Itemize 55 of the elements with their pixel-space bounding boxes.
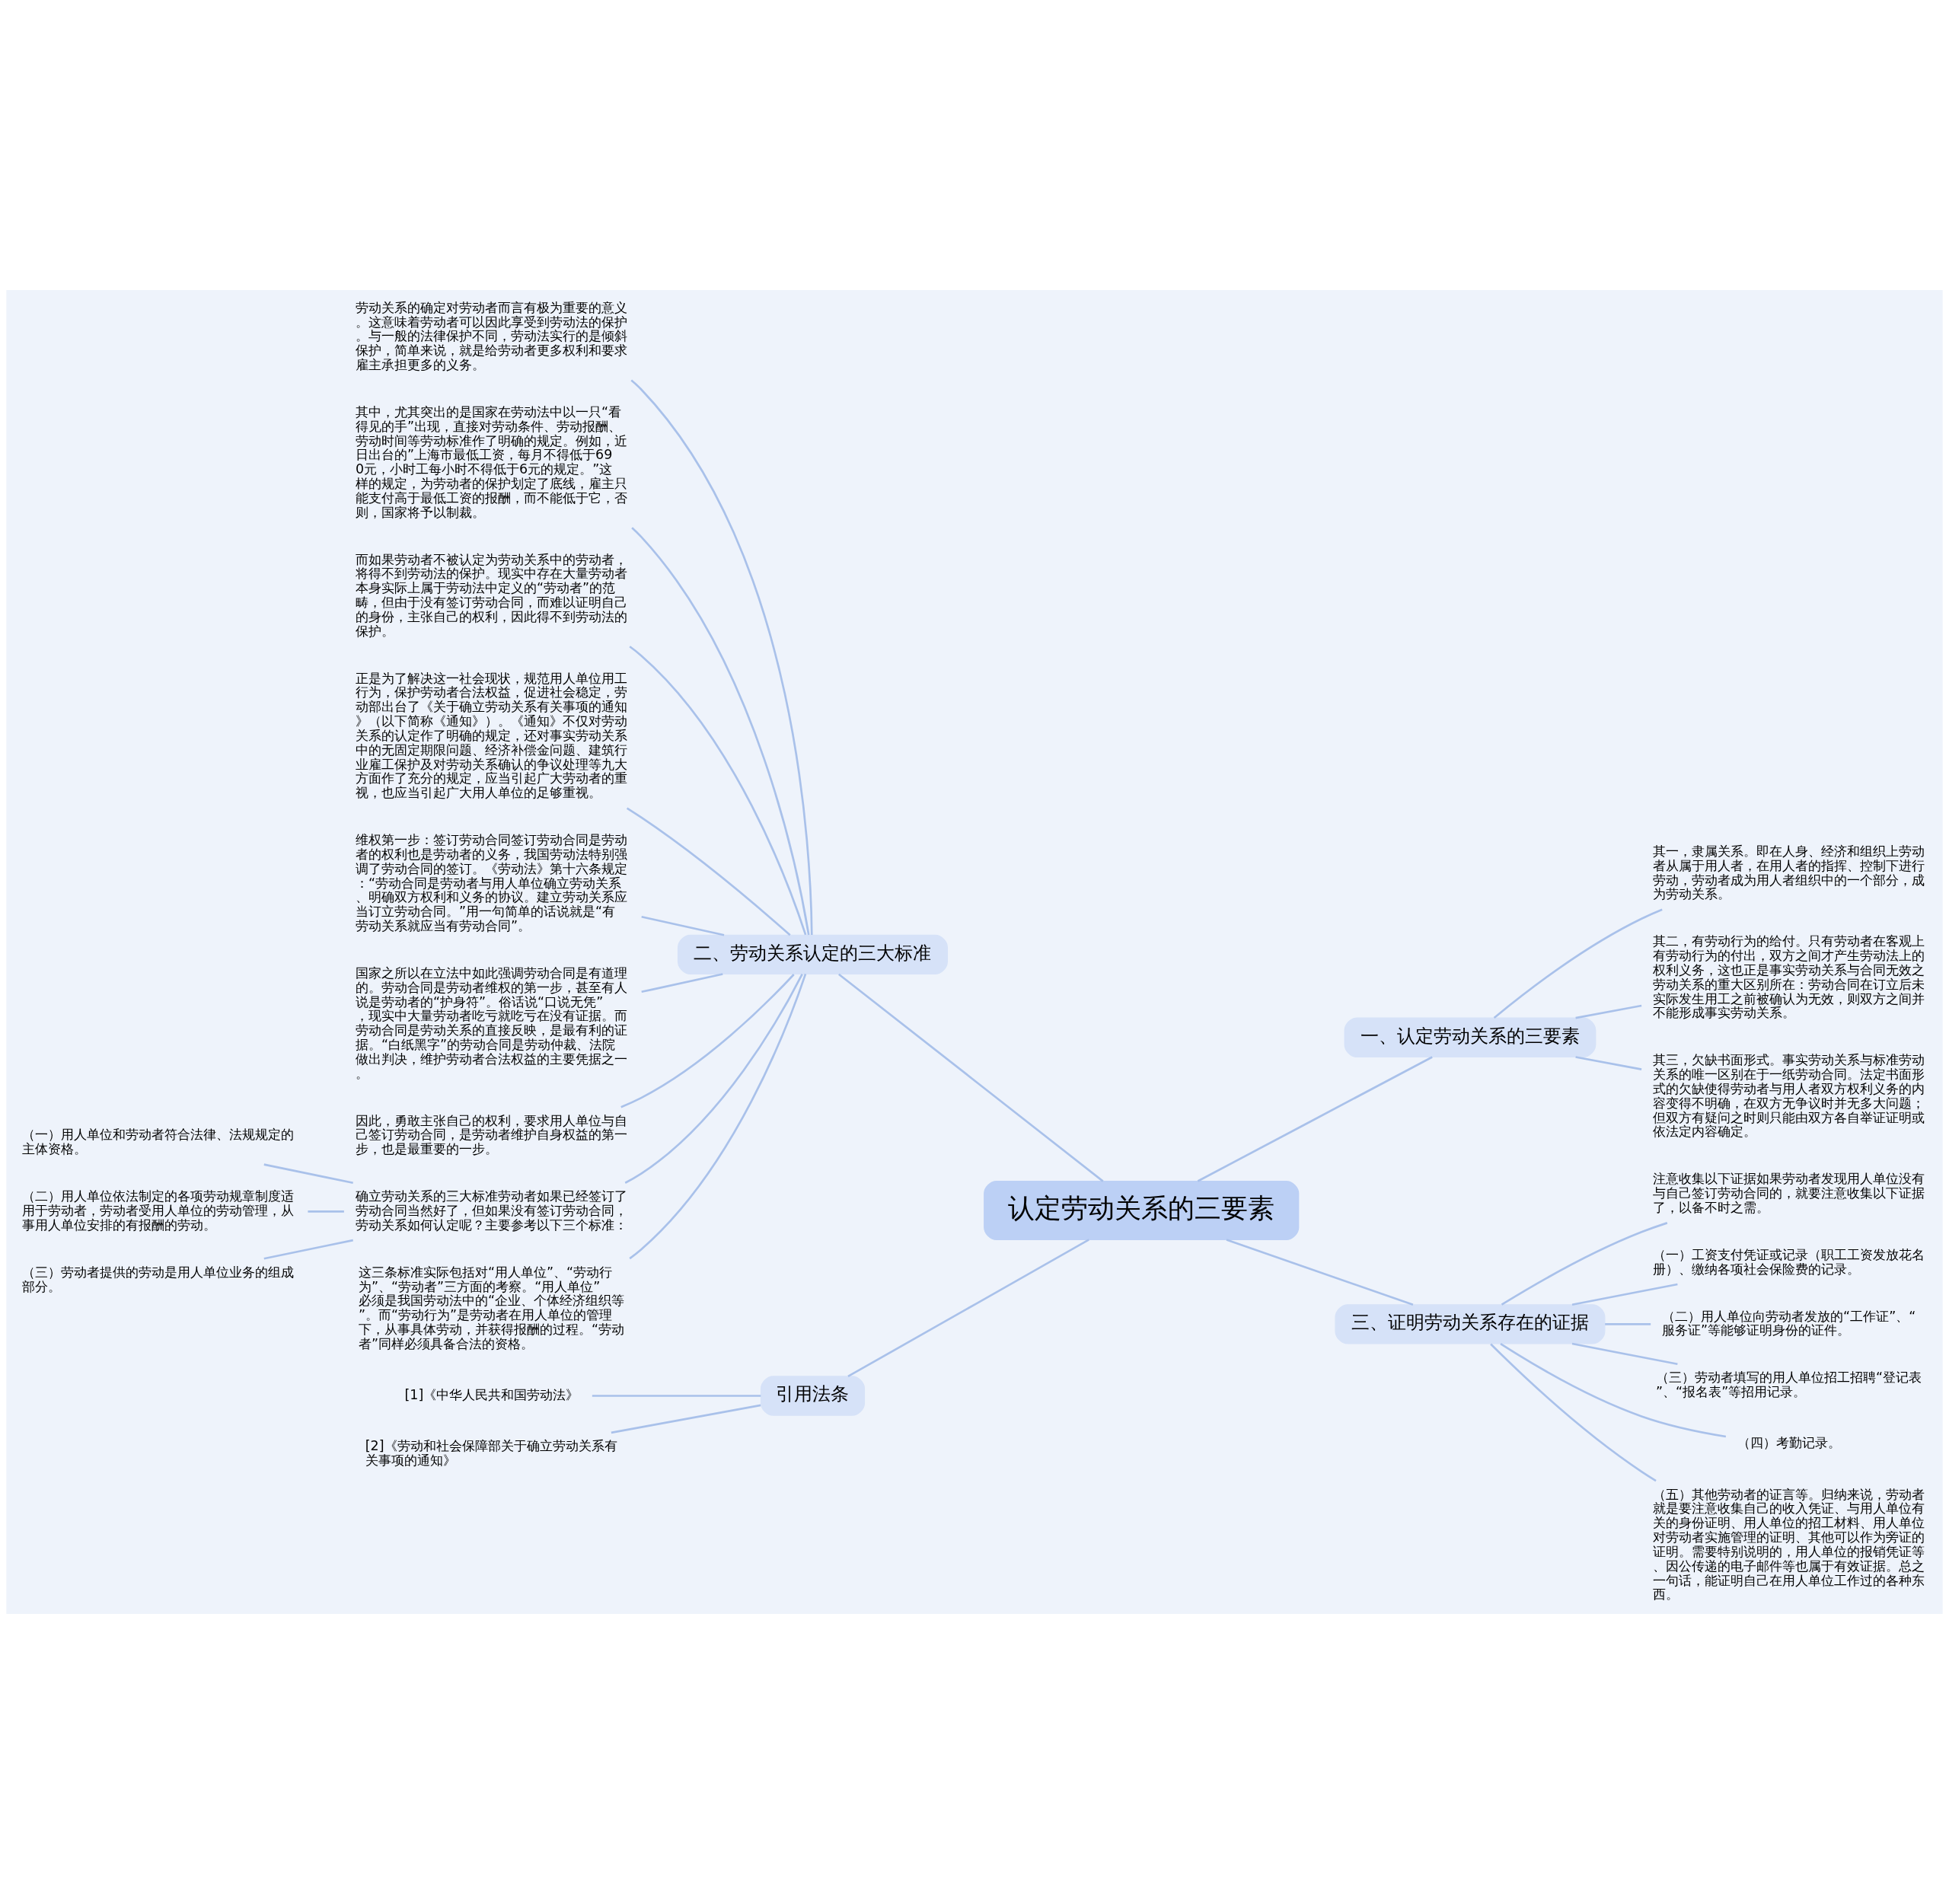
connector <box>592 1395 761 1397</box>
connector <box>1575 1056 1642 1070</box>
connector <box>1575 1004 1642 1019</box>
node-text: （二）用人单位依法制定的各项劳动规章制度适用于劳动者，劳动者受用人单位的劳动管理，从事用人单位安排的有报酬的劳动。 <box>21 1188 294 1233</box>
node-text: 其一，隶属关系。即在人身、经济和组织上劳动者从属于用人者，在用人者的指挥、控制下进行劳动，劳动者成为用人者组织中的一个部分，成为劳动关系。 <box>1653 843 1925 902</box>
node-text: （三）劳动者提供的劳动是用人单位业务的组成部分。 <box>21 1264 294 1294</box>
connector <box>629 646 807 936</box>
connector <box>1490 1343 1657 1482</box>
connector <box>611 1404 761 1434</box>
connector <box>847 1239 1089 1378</box>
node-text: 其二，有劳动行为的给付。只有劳动者在客观上有劳动行为的付出，双方之间才产生劳动法上的权利义务，这也正是事实劳动关系与合同无效之劳动关系的重大区别所在：劳动合同在订立后未实际发生用工之前被确认为无效，则双方之间并不能形成事实劳动关系。 <box>1653 933 1925 1021</box>
node-box: 一、认定劳动关系的三要素 <box>1344 1017 1597 1058</box>
connector <box>263 1163 353 1185</box>
node-text: 其三，欠缺书面形式。事实劳动关系与标准劳动关系的唯一区别在于一纸劳动合同。法定书面形式的欠缺使得劳动者与用人者双方权利义务的内容变得不明确，在双方无争议时并无多大问题；但双方有疑问之时则只能由双方各自举证证明或依法定内容确定。 <box>1653 1052 1925 1140</box>
connector <box>1571 1283 1678 1306</box>
connector <box>1197 1056 1433 1182</box>
connector <box>631 527 810 936</box>
connector <box>624 974 803 1184</box>
node-box: 二、劳动关系认定的三大标准 <box>677 934 949 975</box>
connector <box>1571 1342 1678 1366</box>
node-text: （一）用人单位和劳动者符合法律、法规规定的主体资格。 <box>21 1127 294 1157</box>
node-text: （一）工资支付凭证或记录（职工工资发放花名册）、缴纳各项社会保险费的记录。 <box>1653 1246 1925 1277</box>
node-text: 注意收集以下证据如果劳动者发现用人单位没有与自己签订劳动合同的，就要注意收集以下证据了，以备不时之需。 <box>1653 1171 1925 1215</box>
connector <box>641 915 725 936</box>
node-text: [1]《中华人民共和国劳动法》 <box>404 1387 579 1403</box>
connector <box>1500 1343 1727 1438</box>
node-box: 认定劳动关系的三要素 <box>984 1181 1300 1241</box>
connector <box>1226 1239 1414 1306</box>
node-text: （五）其他劳动者的证言等。归纳来说，劳动者就是要注意收集自己的收入凭证、与用人单位有关的身份证明、用人单位的招工材料、用人单位对劳动者实施管理的证明、其他可以作为旁证的证明。需要特别说明的，用人单位的报销凭证等、因公传递的电子邮件等也属于有效证据。总之一句话，能证明自己在用人单位工作过的各种东西。 <box>1653 1486 1925 1603</box>
node-text: 维权第一步：签订劳动合同签订劳动合同是劳动者的权利也是劳动者的义务，我国劳动法特别强调了劳动合同的签订。《劳动法》第十六条规定：“劳动合同是劳动者与用人单位确立劳动关系、明确双方权利和义务的协议。建立劳动关系应当订立劳动合同。”用一句简单的话说就是“有劳动关系就应当有劳动合同”。 <box>355 832 627 934</box>
node-text: 劳动关系的确定对劳动者而言有极为重要的意义。这意味着劳动者可以因此享受到劳动法的保护。与一般的法律保护不同，劳动法实行的是倾斜保护，简单来说，就是给劳动者更多权利和要求雇主承担更多的义务。 <box>355 299 627 373</box>
connector <box>629 974 807 1260</box>
connector <box>1501 1222 1668 1306</box>
connector <box>1605 1323 1651 1325</box>
node-text: [2]《劳动和社会保障部关于确立劳动关系有关事项的通知》 <box>365 1438 617 1469</box>
node-text: 因此，勇敢主张自己的权利，要求用人单位与自己签订劳动合同，是劳动者维护自身权益的第一步，也是最重要的一步。 <box>355 1112 627 1157</box>
node-text: （三）劳动者填写的用人单位招工招聘“登记表”、“报名表”等招用记录。 <box>1656 1370 1922 1400</box>
node-text: 这三条标准实际包括对“用人单位”、“劳动行为”、“劳动者”三方面的考察。“用人单位”必须是我国劳动法中的“企业、个体经济组织等”。而“劳动行为”是劳动者在用人单位的管理下，从事具体劳动，并获得报酬的过程。“劳动者”同样必须具备合法的资格。 <box>359 1264 625 1351</box>
node-text: 国家之所以在立法中如此强调劳动合同是有道理的。劳动合同是劳动者维权的第一步，甚至有人说是劳动者的“护身符”。俗话说“口说无凭”，现实中大量劳动者吃亏就吃亏在没有证据。而劳动合同是劳动关系的直接反映，是最有利的证据。“白纸黑字”的劳动合同是劳动仲裁、法院做出判决，维护劳动者合法权益的主要凭据之一。 <box>355 965 627 1081</box>
connector <box>308 1210 344 1213</box>
connector <box>1493 908 1663 1019</box>
connector <box>837 973 1104 1182</box>
node-text: （四）考勤记录。 <box>1737 1435 1841 1451</box>
node-text: 其中，尤其突出的是国家在劳动法中以一只“看得见的手”出现，直接对劳动条件、劳动报酬、劳动时间等劳动标准作了明确的规定。例如，近日出台的”上海市最低工资，每月不得低于690元，小时工每小时不得低于6元的规定。”这样的规定，为劳动者的保护划定了底线，雇主只能支付高于最低工资的报酬，而不能低于它，否则，国家将予以制裁。 <box>355 403 627 520</box>
connector <box>620 974 795 1108</box>
node-text: 正是为了解决这一社会现状，规范用人单位用工行为，保护劳动者合法权益，促进社会稳定，劳动部出台了《关于确立劳动关系有关事项的通知》（以下简称《通知》）。《通知》不仅对劳动关系的认定作了明确的规定，还对事实劳动关系中的无固定期限问题、经济补偿金问题、建筑行业雇工保护及对劳动关系确认的争议处理等九大方面作了充分的规定，应当引起广大劳动者的重视，也应当引起广大用人单位的足够重视。 <box>355 670 627 801</box>
connector <box>626 807 791 936</box>
node-text: 确立劳动关系的三大标准劳动者如果已经签订了劳动合同当然好了，但如果没有签订劳动合同，劳动关系如何认定呢？主要参考以下三个标准： <box>355 1188 627 1233</box>
node-box: 三、证明劳动关系存在的证据 <box>1335 1304 1606 1344</box>
connector <box>630 379 813 936</box>
node-text: （二）用人单位向劳动者发放的“工作证”、“服务证”等能够证明身份的证件。 <box>1662 1308 1916 1338</box>
node-box: 引用法条 <box>760 1376 866 1416</box>
connector <box>263 1239 353 1260</box>
node-text: 而如果劳动者不被认定为劳动关系中的劳动者，将得不到劳动法的保护。现实中存在大量劳动者本身实际上属于劳动法中定义的“劳动者”的范畴，但由于没有签订劳动合同，而难以证明自己的身份，主张自己的权利，因此得不到劳动法的保护。 <box>355 551 627 639</box>
connector <box>641 973 723 993</box>
